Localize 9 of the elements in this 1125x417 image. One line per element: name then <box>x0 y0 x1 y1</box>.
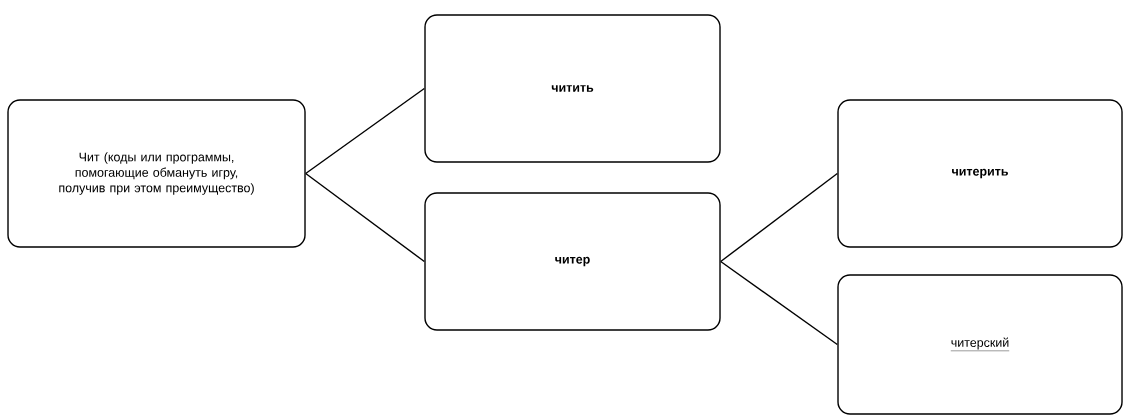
connector-line <box>305 87 425 175</box>
text-box: читерский <box>837 274 1123 415</box>
text-box: читерить <box>837 99 1123 248</box>
text-box: читить <box>424 14 721 163</box>
connector-line <box>720 172 838 263</box>
text-box: читер <box>424 192 721 331</box>
connector-line <box>720 260 838 346</box>
text-box: Чит (коды или программы, помогающие обмануть игру, получив при этом преимущество) <box>7 99 306 248</box>
connector-line <box>305 172 425 263</box>
